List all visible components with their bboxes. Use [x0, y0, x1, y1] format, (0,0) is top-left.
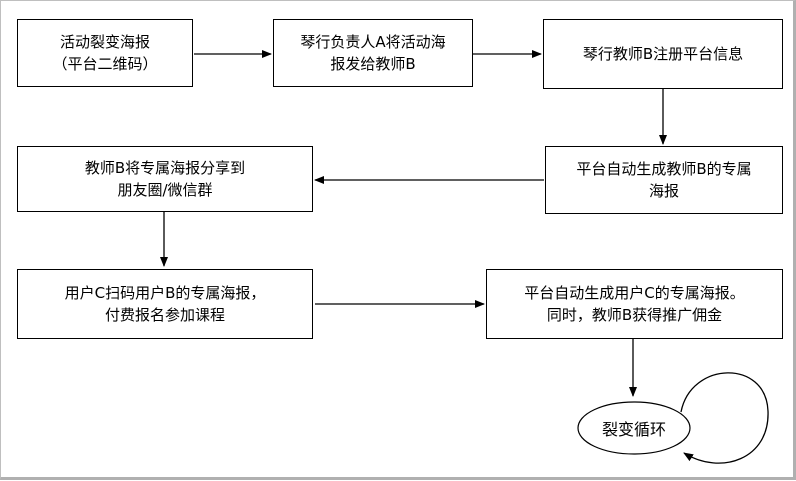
cycle-loop-arrow: [680, 372, 769, 464]
box-teacher-register-text: 琴行教师B注册平台信息: [582, 45, 744, 63]
box-activity-poster-text: 活动裂变海报 （平台二维码）: [52, 33, 158, 73]
box-send-poster-to-teacher-text: 琴行负责人A将活动海 报发给教师B: [300, 33, 446, 73]
box-user-scan-and-pay: 用户C扫码用户B的专属海报， 付费报名参加课程: [17, 269, 313, 339]
box-send-poster-to-teacher: 琴行负责人A将活动海 报发给教师B: [273, 19, 473, 87]
box-share-poster: 教师B将专属海报分享到 朋友圈/微信群: [17, 146, 313, 212]
box-user-scan-and-pay-text: 用户C扫码用户B的专属海报， 付费报名参加课程: [64, 284, 266, 324]
box-generate-teacher-poster-text: 平台自动生成教师B的专属 海报: [576, 160, 752, 200]
box-share-poster-text: 教师B将专属海报分享到 朋友圈/微信群: [84, 159, 246, 199]
box-generate-teacher-poster: 平台自动生成教师B的专属 海报: [545, 146, 783, 214]
box-generate-user-poster: 平台自动生成用户C的专属海报。 同时，教师B获得推广佣金: [486, 269, 783, 339]
cycle-ellipse: [577, 401, 691, 455]
box-generate-user-poster-text: 平台自动生成用户C的专属海报。 同时，教师B获得推广佣金: [524, 284, 745, 324]
box-activity-poster: 活动裂变海报 （平台二维码）: [17, 19, 193, 87]
box-teacher-register: 琴行教师B注册平台信息: [543, 19, 783, 89]
cycle-label: 裂变循环: [601, 420, 666, 439]
